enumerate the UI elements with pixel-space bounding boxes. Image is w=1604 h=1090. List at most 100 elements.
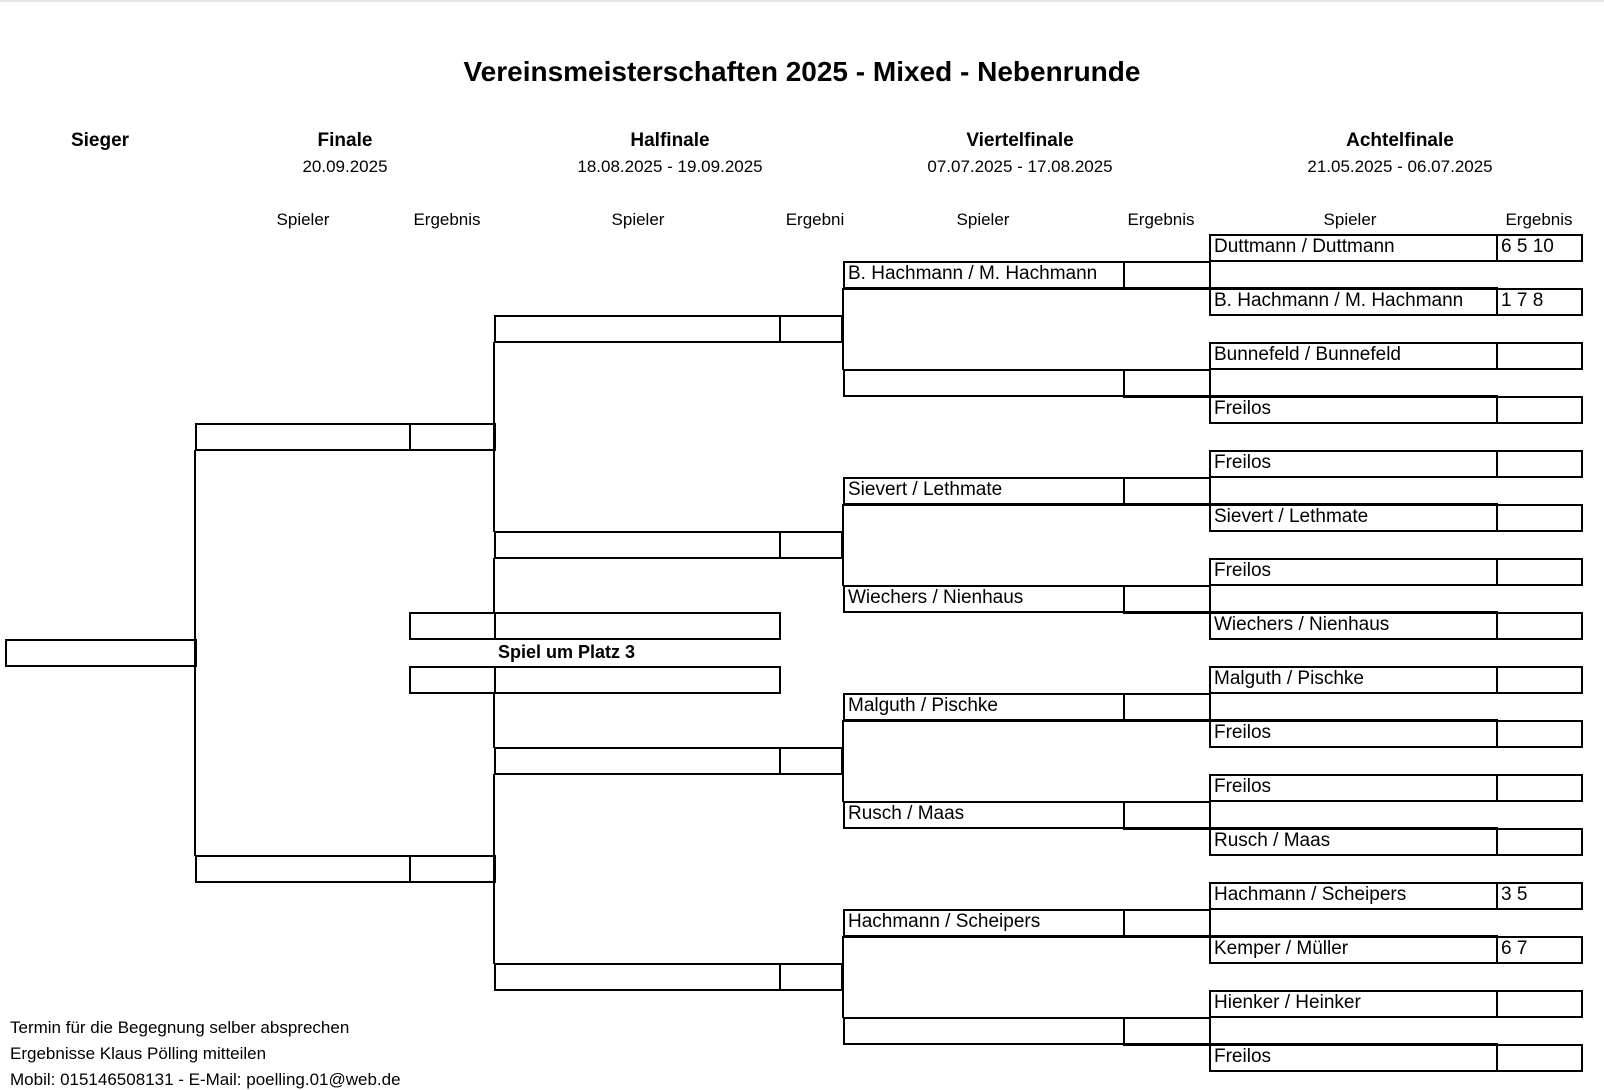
round-date-achtelfinale: 21.05.2025 - 06.07.2025 xyxy=(1307,157,1493,176)
r16-result-15 xyxy=(1496,990,1583,1018)
page-title: Vereinsmeisterschaften 2025 - Mixed - Ne… xyxy=(463,56,1141,87)
round-date-viertelfinale: 07.07.2025 - 17.08.2025 xyxy=(927,157,1113,176)
qf-player-1: B. Hachmann / M. Hachmann xyxy=(843,261,1125,289)
note-line-2: Ergebnisse Klaus Pölling mitteilen xyxy=(10,1044,267,1063)
r16-player-9: Malguth / Pischke xyxy=(1209,666,1498,694)
sf-result-3 xyxy=(779,747,843,775)
third-place-result-2 xyxy=(409,666,496,694)
sf-player-3 xyxy=(494,747,781,775)
r16-result-6 xyxy=(1496,504,1583,532)
col-player-achtelfinale: Spieler xyxy=(1323,210,1377,229)
r16-player-15: Hienker / Heinker xyxy=(1209,990,1498,1018)
bracket-line xyxy=(843,288,1209,290)
r16-result-10 xyxy=(1496,720,1583,748)
bracket-line xyxy=(1209,287,1498,289)
bracket-line xyxy=(1209,827,1498,829)
col-result-finale: Ergebnis xyxy=(413,210,481,229)
qf-player-3: Sievert / Lethmate xyxy=(843,477,1125,505)
r16-player-1: Duttmann / Duttmann xyxy=(1209,234,1498,262)
qf-player-8 xyxy=(843,1017,1125,1045)
bracket-line xyxy=(1123,828,1209,830)
r16-result-5 xyxy=(1496,450,1583,478)
bracket-line xyxy=(493,693,495,748)
bracket-line xyxy=(842,720,844,802)
r16-player-10: Freilos xyxy=(1209,720,1498,748)
r16-result-8 xyxy=(1496,612,1583,640)
bracket-line xyxy=(1123,396,1209,398)
final-player-1 xyxy=(195,423,411,451)
bracket-line xyxy=(493,558,495,613)
col-player-viertelfinale: Spieler xyxy=(956,210,1010,229)
r16-result-3 xyxy=(1496,342,1583,370)
page-top-border xyxy=(0,0,1604,2)
qf-result-6 xyxy=(1123,801,1211,829)
bracket-line xyxy=(194,450,196,856)
r16-result-9 xyxy=(1496,666,1583,694)
bracket-line xyxy=(1209,1043,1498,1045)
third-place-label: Spiel um Platz 3 xyxy=(498,642,636,662)
qf-player-6: Rusch / Maas xyxy=(843,801,1125,829)
qf-result-2 xyxy=(1123,369,1211,397)
bracket-line xyxy=(843,936,1209,938)
r16-result-7 xyxy=(1496,558,1583,586)
third-place-player-1 xyxy=(494,612,781,640)
r16-player-3: Bunnefeld / Bunnefeld xyxy=(1209,342,1498,370)
round-date-finale: 20.09.2025 xyxy=(302,157,388,176)
final-player-2 xyxy=(195,855,411,883)
bracket-line xyxy=(843,504,1209,506)
r16-result-11 xyxy=(1496,774,1583,802)
r16-player-5: Freilos xyxy=(1209,450,1498,478)
col-result-viertelfinale: Ergebnis xyxy=(1127,210,1195,229)
round-name-finale: Finale xyxy=(317,130,373,151)
final-result-2 xyxy=(409,855,496,883)
bracket-line xyxy=(1209,611,1498,613)
r16-result-16 xyxy=(1496,1044,1583,1072)
col-player-finale: Spieler xyxy=(276,210,330,229)
qf-result-7 xyxy=(1123,909,1211,937)
r16-result-13: 3 5 xyxy=(1496,882,1583,910)
note-line-1: Termin für die Begegnung selber absprech… xyxy=(10,1018,350,1037)
r16-player-13: Hachmann / Scheipers xyxy=(1209,882,1498,910)
sf-result-4 xyxy=(779,963,843,991)
r16-player-14: Kemper / Müller xyxy=(1209,936,1498,964)
qf-player-4: Wiechers / Nienhaus xyxy=(843,585,1125,613)
third-place-player-2 xyxy=(494,666,781,694)
r16-player-12: Rusch / Maas xyxy=(1209,828,1498,856)
qf-result-1 xyxy=(1123,261,1211,289)
r16-player-7: Freilos xyxy=(1209,558,1498,586)
bracket-line xyxy=(842,936,844,1018)
final-result-1 xyxy=(409,423,496,451)
note-line-3: Mobil: 015146508131 - E-Mail: poelling.0… xyxy=(10,1070,401,1089)
qf-result-4 xyxy=(1123,585,1211,613)
bracket-line xyxy=(1123,1044,1209,1046)
round-date-halbfinale: 18.08.2025 - 19.09.2025 xyxy=(577,157,763,176)
winner-slot xyxy=(5,639,197,667)
r16-player-8: Wiechers / Nienhaus xyxy=(1209,612,1498,640)
bracket-line xyxy=(1209,935,1498,937)
sf-player-2 xyxy=(494,531,781,559)
third-place-result-1 xyxy=(409,612,496,640)
round-name-viertelfinale: Viertelfinale xyxy=(966,130,1074,151)
sf-result-2 xyxy=(779,531,843,559)
bracket-line xyxy=(493,342,495,532)
col-player-halbfinale: Spieler xyxy=(611,210,665,229)
bracket-line xyxy=(842,504,844,586)
col-result-halbfinale: Ergebni xyxy=(785,210,845,229)
bracket-line xyxy=(843,720,1209,722)
r16-result-4 xyxy=(1496,396,1583,424)
bracket-line xyxy=(1209,503,1498,505)
qf-player-5: Malguth / Pischke xyxy=(843,693,1125,721)
r16-result-2: 1 7 8 xyxy=(1496,288,1583,316)
round-name-sieger: Sieger xyxy=(70,130,130,151)
bracket-line xyxy=(1209,719,1498,721)
round-name-halbfinale: Halfinale xyxy=(630,130,710,151)
r16-player-6: Sievert / Lethmate xyxy=(1209,504,1498,532)
col-result-achtelfinale: Ergebnis xyxy=(1505,210,1573,229)
r16-player-16: Freilos xyxy=(1209,1044,1498,1072)
sf-result-1 xyxy=(779,315,843,343)
r16-result-14: 6 7 xyxy=(1496,936,1583,964)
r16-player-11: Freilos xyxy=(1209,774,1498,802)
qf-result-8 xyxy=(1123,1017,1211,1045)
r16-result-12 xyxy=(1496,828,1583,856)
sf-player-1 xyxy=(494,315,781,343)
